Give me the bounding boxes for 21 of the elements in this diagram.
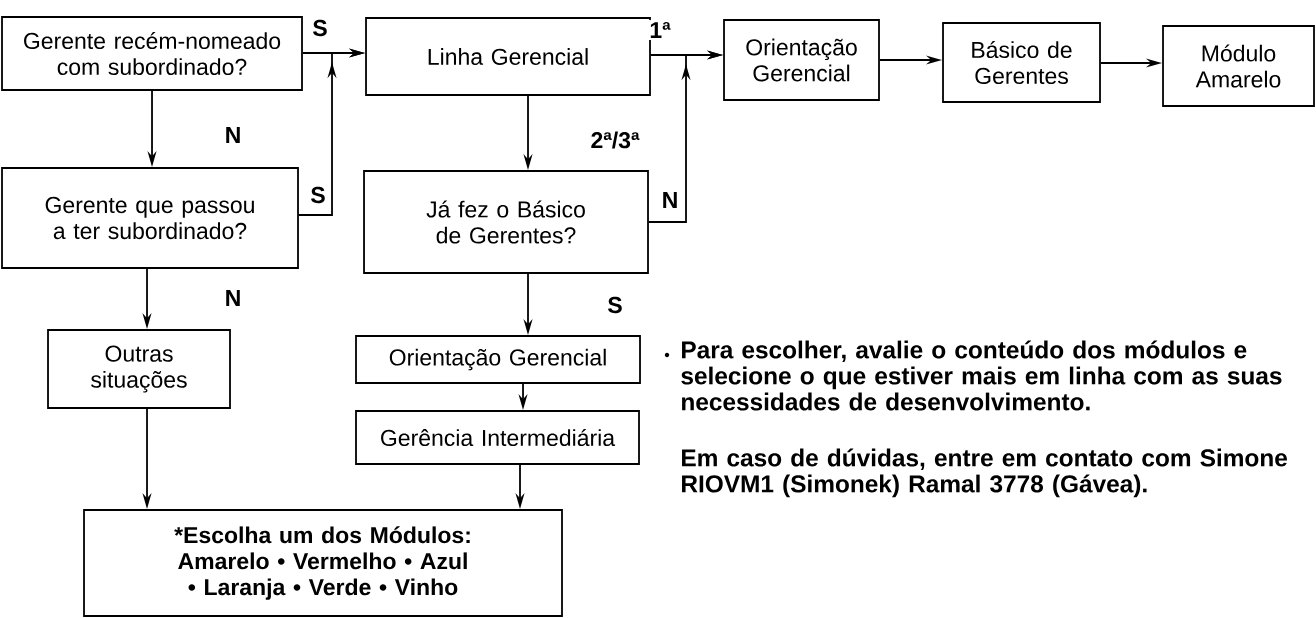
process-box: Orientação Gerencial bbox=[723, 19, 880, 101]
process-box: Módulo Amarelo bbox=[1162, 25, 1315, 107]
edge-label: 2ª/3ª bbox=[588, 129, 642, 151]
edge-label: S bbox=[605, 294, 625, 316]
process-box: Básico de Gerentes bbox=[942, 22, 1101, 103]
note-text: Em caso de dúvidas, entre em contato com Simone RIOVM1 (Simonek) Ramal 3778 (Gávea). bbox=[682, 448, 1287, 498]
process-box: Gerência Intermediária bbox=[355, 410, 640, 465]
edge-label: S bbox=[310, 17, 330, 39]
edge-label: S bbox=[308, 184, 328, 206]
edge-label: N bbox=[222, 125, 244, 145]
edge-label: 1ª bbox=[647, 20, 673, 40]
note-text: Para escolher, avalie o conteúdo dos módulos e selecione o que estiver mais em linha com as suas necessidades de desenvolvimento. bbox=[681, 340, 1282, 411]
process-box: Linha Gerencial bbox=[365, 17, 651, 96]
process-box: Orientação Gerencial bbox=[355, 335, 641, 384]
edge-label: N bbox=[659, 190, 681, 210]
question-box: Já fez o Básico de Gerentes? bbox=[363, 170, 649, 274]
process-box: Outras situações bbox=[47, 329, 231, 409]
question-box: Gerente recém-nomeado com subordinado? bbox=[1, 16, 303, 91]
question-box: Gerente que passou a ter subordinado? bbox=[1, 167, 299, 269]
process-box: *Escolha um dos Módulos: Amarelo • Vermelho • Azul • Laranja • Verde • Vinho bbox=[83, 509, 563, 617]
edge-label: N bbox=[222, 288, 244, 308]
